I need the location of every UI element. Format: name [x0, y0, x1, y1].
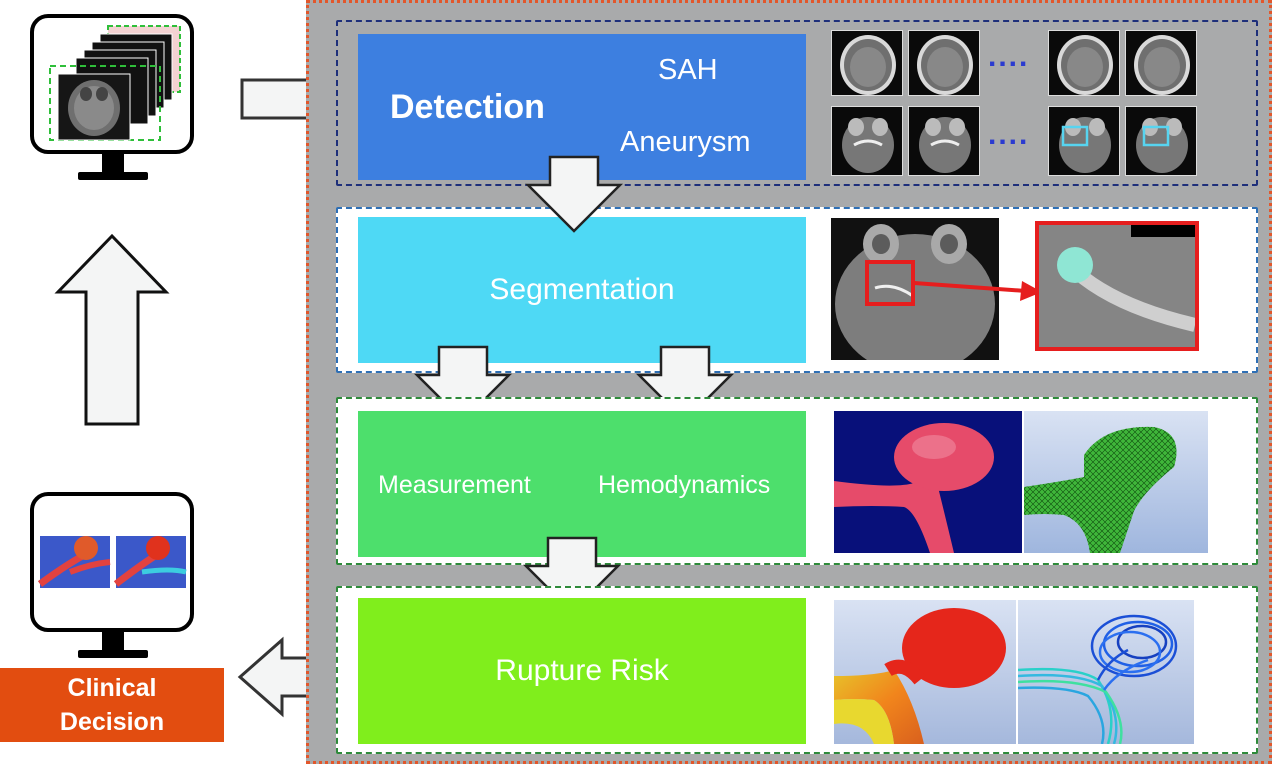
ct-slice-thumb: [908, 30, 980, 96]
ct-slice-thumb: [1048, 30, 1120, 96]
ellipsis-top: ....: [988, 40, 1030, 73]
segmentation-box: Segmentation: [358, 217, 806, 363]
aneurysm-mesh-model: [1024, 411, 1208, 553]
detection-title: Detection: [390, 88, 545, 126]
analysis-stage: Measurement Hemodynamics: [336, 397, 1258, 565]
segmentation-title: Segmentation: [489, 273, 675, 306]
rupture-stage: Rupture Risk: [336, 586, 1258, 754]
rupture-title: Rupture Risk: [495, 654, 669, 687]
detection-aneurysm: Aneurysm: [620, 126, 751, 158]
cta-slice-thumb-detected: [1048, 106, 1120, 176]
zoom-arrow-icon: [914, 281, 1042, 301]
monitor-aneurysm-models-icon: [30, 492, 194, 658]
detection-sah: SAH: [658, 54, 718, 86]
hemodynamics-label: Hemodynamics: [598, 471, 771, 499]
pipeline-panel: Detection SAH Aneurysm .... ....: [306, 0, 1272, 764]
wall-shear-stress-model: [834, 600, 1016, 744]
arrow-up-icon: [54, 233, 170, 426]
input-monitor: [30, 14, 196, 184]
cta-slice-thumb-detected: [1125, 106, 1197, 176]
cta-slice-thumb: [831, 106, 903, 176]
detection-box: Detection SAH Aneurysm: [358, 34, 806, 180]
streamline-model: [1018, 600, 1194, 744]
measurement-label: Measurement: [378, 471, 531, 499]
output-monitor: [30, 492, 196, 662]
cta-slice-thumb: [908, 106, 980, 176]
segmented-aneurysm-zoom: [1035, 221, 1199, 351]
arrow-down-icon: [524, 155, 624, 233]
decision-line2: Decision: [59, 708, 165, 736]
decision-line1: Clinical: [67, 674, 157, 702]
aneurysm-surface-model: [834, 411, 1022, 553]
clinical-decision-label: Clinical Decision: [0, 668, 224, 742]
rupture-box: Rupture Risk: [358, 598, 806, 744]
monitor-ct-stack-icon: [30, 14, 194, 180]
ellipsis-bottom: ....: [988, 118, 1030, 151]
ct-slice-thumb: [831, 30, 903, 96]
detection-stage: Detection SAH Aneurysm .... ....: [336, 20, 1258, 186]
segmentation-stage: Segmentation: [336, 207, 1258, 373]
ct-slice-thumb: [1125, 30, 1197, 96]
analysis-box: Measurement Hemodynamics: [358, 411, 806, 557]
